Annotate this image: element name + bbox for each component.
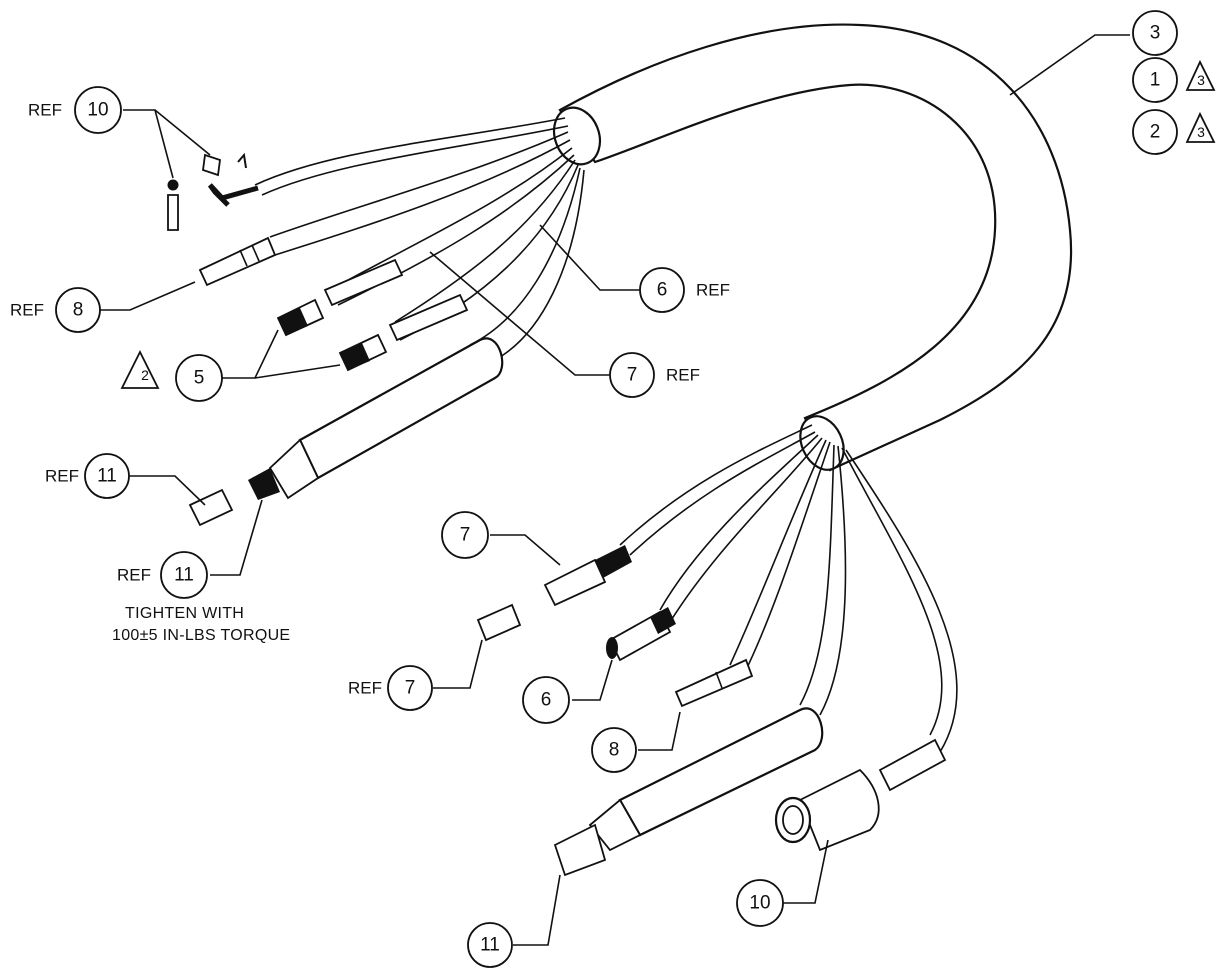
flag-triangle-2-text: 3	[1197, 124, 1205, 140]
fittings-5	[276, 258, 469, 372]
flag-triangle-2: 3	[1185, 111, 1216, 143]
callout-1: 1	[1132, 57, 1178, 103]
ref-11-b-label: REF	[117, 566, 151, 585]
ref-8-num: 8	[73, 300, 84, 321]
callout-3-top: 3	[1132, 10, 1178, 56]
torque-note-line2: 100±5 IN-LBS TORQUE	[112, 627, 290, 644]
torque-note: TIGHTEN WITH 100±5 IN-LBS TORQUE	[112, 605, 290, 644]
ref-11-a-label: REF	[45, 467, 79, 486]
ref-11-a-num: 11	[97, 466, 117, 487]
callout-8-lower: 8	[591, 727, 637, 773]
main-sleeve	[552, 23, 1073, 472]
callout-6-lower-num: 6	[541, 690, 552, 711]
callout-6-lower: 6	[522, 676, 570, 724]
torch-tube-11-ref	[188, 337, 504, 527]
callout-2-text: 2	[1150, 122, 1161, 143]
callout-11-lower-num: 11	[480, 935, 500, 956]
flag-triangle-5: 2	[120, 349, 160, 389]
callout-8-lower-num: 8	[609, 740, 620, 761]
callout-2: 2	[1132, 109, 1178, 155]
callout-10-lower-num: 10	[749, 893, 770, 914]
callout-7-upper: 7 REF	[609, 352, 700, 398]
callout-1-text: 1	[1150, 70, 1161, 91]
callout-ref-11-a: REF 11	[45, 453, 130, 499]
connector-10-lower	[774, 738, 947, 852]
torch-tube-11-lower	[553, 707, 824, 877]
callout-7-mid-num: 7	[460, 525, 471, 546]
ref-7-label: REF	[348, 679, 382, 698]
callout-5-num: 5	[194, 368, 205, 389]
callout-10-lower: 10	[736, 879, 784, 927]
callout-6-upper-num: 6	[657, 280, 668, 301]
pin-8-lower	[674, 658, 754, 708]
pin-connector-8-ref	[198, 236, 277, 287]
connector-6-lower	[606, 607, 676, 662]
ref-11-b-num: 11	[174, 565, 194, 586]
leader-lines	[100, 34, 1130, 946]
callout-7-upper-num: 7	[627, 365, 638, 386]
callout-7-upper-ref: REF	[666, 366, 700, 385]
ref-8-label: REF	[10, 301, 44, 320]
fitting-7	[476, 545, 632, 642]
lower-cables	[619, 424, 958, 753]
ref-10-num: 10	[87, 100, 108, 121]
callout-6-upper: 6 REF	[639, 267, 730, 313]
callout-3-top-text: 3	[1150, 23, 1161, 44]
ref-7-num: 7	[405, 678, 416, 699]
flag-triangle-1: 3	[1185, 59, 1216, 91]
callout-11-lower: 11	[467, 922, 513, 968]
callout-ref-11-b: REF 11	[117, 551, 208, 599]
torque-note-line1: TIGHTEN WITH	[125, 605, 244, 622]
callout-7-mid: 7	[441, 511, 489, 559]
callout-ref-8: REF 8	[10, 287, 101, 333]
callout-ref-10: REF 10	[28, 86, 122, 134]
callout-6-upper-ref: REF	[696, 281, 730, 300]
flag-triangle-5-text: 2	[141, 367, 149, 383]
ref-10-label: REF	[28, 101, 62, 120]
callout-5: 5	[175, 354, 223, 402]
callout-ref-7: REF 7	[348, 665, 433, 711]
flag-triangle-1-text: 3	[1197, 72, 1205, 88]
connector-10-ref-pins	[167, 152, 247, 231]
